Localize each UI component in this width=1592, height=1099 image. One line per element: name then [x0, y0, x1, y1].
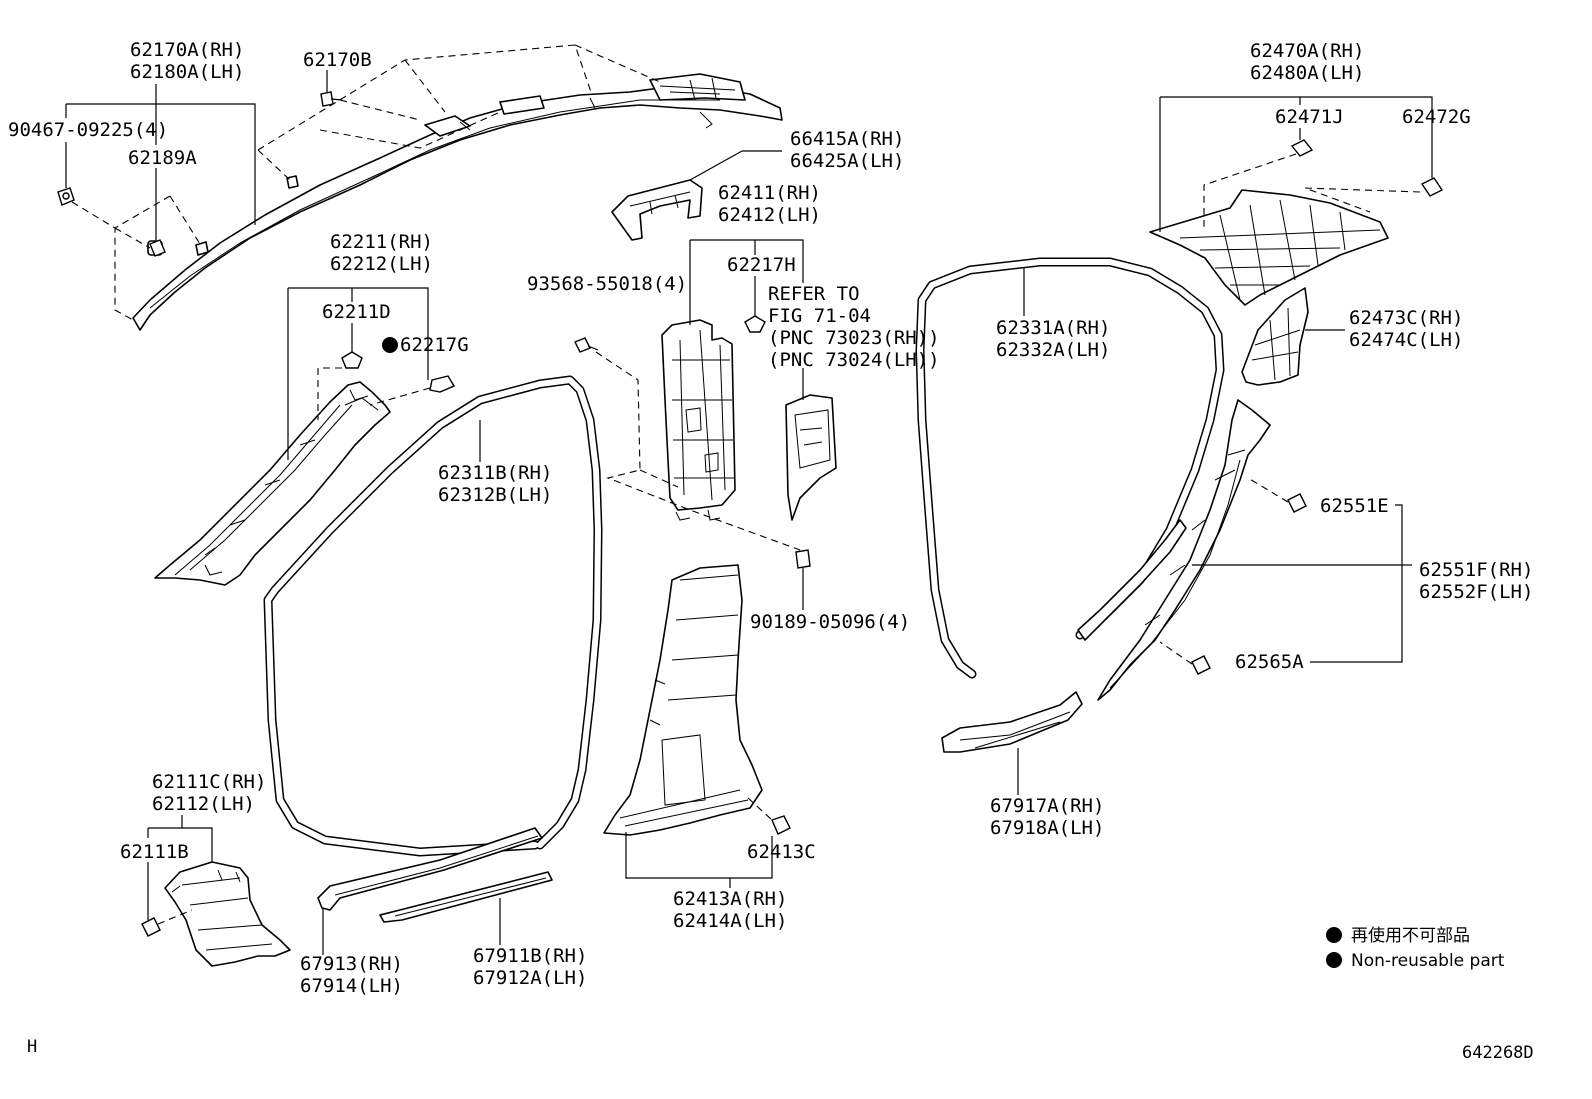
label-67911b: 67911B(RH)	[473, 945, 587, 967]
label-62170b: 62170B	[303, 49, 372, 71]
airbag-fasteners	[57, 91, 343, 257]
clip-62551e-icon	[1287, 493, 1307, 513]
label-62311b: 62311B(RH)	[438, 462, 552, 484]
c-pillar-garnish	[1149, 139, 1444, 306]
label-refer-2: FIG 71-04	[768, 305, 871, 327]
label-93568: 93568-55018(4)	[527, 273, 687, 295]
label-67914: 67914(LH)	[300, 975, 403, 997]
label-62565a: 62565A	[1235, 651, 1304, 673]
a-pillar-garnish	[154, 381, 391, 586]
front-scuff-plates	[317, 827, 553, 923]
belt-guide-cover	[785, 394, 837, 521]
rear-cover	[1241, 287, 1309, 386]
label-66415a: 66415A(RH)	[790, 128, 904, 150]
quarter-weatherstrip	[1077, 399, 1307, 701]
label-62412: 62412(LH)	[718, 204, 821, 226]
clip-62189a-icon	[149, 239, 166, 257]
curtain-airbag-assembly	[132, 73, 783, 331]
b-pillar-upper	[661, 319, 736, 521]
label-62551e: 62551E	[1320, 495, 1389, 517]
label-90467: 90467-09225(4)	[8, 119, 168, 141]
label-62111b: 62111B	[120, 841, 189, 863]
label-66425a: 66425A(LH)	[790, 150, 904, 172]
legend-japanese: 再使用不可部品	[1351, 925, 1470, 946]
cowl-side-trim	[141, 861, 291, 967]
label-62470a: 62470A(RH)	[1250, 40, 1364, 62]
clip-62413c-icon	[771, 815, 791, 835]
roof-dashed-guides	[71, 44, 661, 321]
label-62473c: 62473C(RH)	[1349, 307, 1463, 329]
label-62480a: 62480A(LH)	[1250, 62, 1364, 84]
part-labels: 62170A(RH) 62180A(LH) 62170B 90467-09225…	[8, 39, 1533, 997]
clip-62217g-icon	[429, 375, 456, 393]
rear-scuff-plate	[941, 691, 1083, 753]
non-reusable-dot-icon	[382, 337, 398, 353]
label-62112: 62112(LH)	[152, 793, 255, 815]
clip-62471j-icon	[1290, 139, 1314, 157]
label-67918a: 67918A(LH)	[990, 817, 1104, 839]
b-pillar-fasteners	[574, 315, 811, 569]
screw-93568-icon	[574, 337, 591, 353]
label-62217g: 62217G	[400, 334, 469, 356]
label-refer-4: (PNC 73024(LH))	[768, 349, 940, 371]
label-62189a: 62189A	[128, 147, 197, 169]
clip-62472g-icon	[1420, 177, 1444, 197]
clip-90189-icon	[795, 549, 811, 569]
label-62111c: 62111C(RH)	[152, 771, 266, 793]
a-pillar-clips	[317, 351, 456, 420]
label-62414a: 62414A(LH)	[673, 910, 787, 932]
legend-dot-icon	[1326, 952, 1342, 968]
legend: 再使用不可部品 Non-reusable part	[1326, 925, 1505, 971]
label-62413c: 62413C	[747, 841, 816, 863]
clip-62217h-icon	[744, 315, 766, 333]
label-67913: 67913(RH)	[300, 953, 403, 975]
bolt-62170b-icon	[320, 91, 334, 107]
label-62211: 62211(RH)	[330, 231, 433, 253]
clip-62565a-icon	[1191, 655, 1211, 675]
label-62170a: 62170A(RH)	[130, 39, 244, 61]
label-67917a: 67917A(RH)	[990, 795, 1104, 817]
label-62217h: 62217H	[727, 254, 796, 276]
label-67912a: 67912A(LH)	[473, 967, 587, 989]
leader-lines	[65, 70, 1433, 955]
clip-62211d-icon	[341, 351, 363, 369]
label-90189: 90189-05096(4)	[750, 611, 910, 633]
label-62551f: 62551F(RH)	[1419, 559, 1533, 581]
label-62211d: 62211D	[322, 301, 391, 323]
label-62180a: 62180A(LH)	[130, 61, 244, 83]
clip-62111b-icon	[141, 917, 161, 937]
label-62552f: 62552F(LH)	[1419, 581, 1533, 603]
front-door-seal	[263, 375, 603, 857]
label-refer-1: REFER TO	[768, 283, 860, 305]
label-62474c: 62474C(LH)	[1349, 329, 1463, 351]
b-pillar-lower	[603, 564, 791, 836]
label-62212: 62212(LH)	[330, 253, 433, 275]
belt-bracket	[611, 150, 782, 241]
label-62331a: 62331A(RH)	[996, 317, 1110, 339]
label-62312b: 62312B(LH)	[438, 484, 552, 506]
label-62411: 62411(RH)	[718, 182, 821, 204]
label-62332a: 62332A(LH)	[996, 339, 1110, 361]
label-refer-3: (PNC 73023(RH))	[768, 327, 940, 349]
label-62471j: 62471J	[1275, 106, 1344, 128]
legend-english: Non-reusable part	[1351, 951, 1505, 971]
label-62472g: 62472G	[1402, 106, 1471, 128]
figure-id: 642268D	[1462, 1043, 1534, 1063]
rear-door-seal	[915, 257, 1225, 679]
legend-dot-icon	[1326, 927, 1342, 943]
corner-mark: H	[27, 1037, 37, 1057]
label-62413a: 62413A(RH)	[673, 888, 787, 910]
